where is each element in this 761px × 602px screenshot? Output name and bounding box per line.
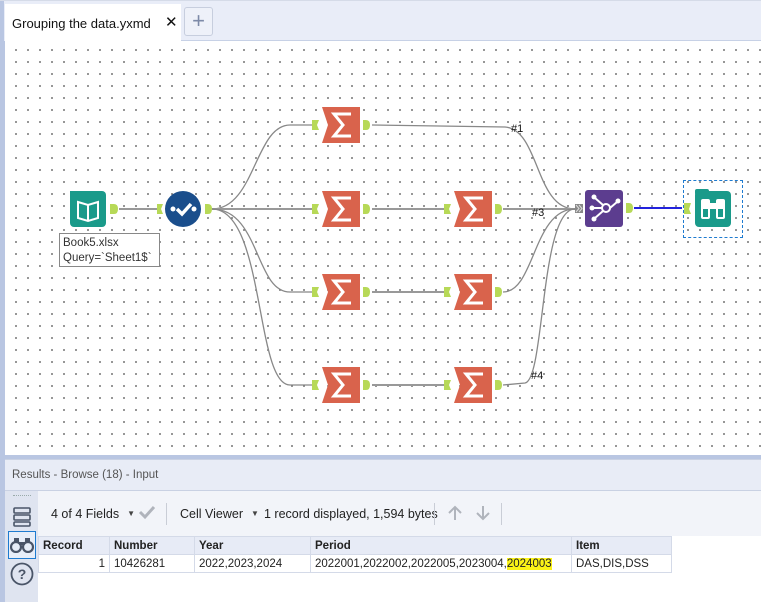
input-tool-annotation: Book5.xlsx Query=`Sheet1$` xyxy=(59,233,160,267)
join-multiple-tool[interactable] xyxy=(575,190,637,227)
toolbar-separator xyxy=(434,503,435,525)
help-button[interactable]: ? xyxy=(8,560,36,588)
tab-bar-edge xyxy=(0,1,4,42)
cell-viewer-label: Cell Viewer xyxy=(180,507,243,521)
summarize-tool-3a[interactable] xyxy=(312,274,374,310)
sigma-icon xyxy=(312,191,370,227)
period-highlighted-value: 2024003 xyxy=(506,557,552,570)
sigma-icon xyxy=(444,274,502,310)
cell-record[interactable]: 1 xyxy=(38,554,110,573)
scroll-up-button[interactable] xyxy=(446,504,464,525)
annotation-query: Query=`Sheet1$` xyxy=(63,252,152,264)
wire-select-to-sum4a xyxy=(211,208,312,386)
column-header-record[interactable]: Record xyxy=(38,536,110,555)
sigma-icon xyxy=(312,107,370,143)
results-grid-panel: 4 of 4 Fields ▼ Cell Viewer ▼ 1 record dis… xyxy=(38,491,761,602)
column-header-item[interactable]: Item xyxy=(571,536,672,555)
wire-sum1a-to-join xyxy=(371,124,576,210)
help-icon: ? xyxy=(10,562,34,586)
sigma-icon xyxy=(312,367,370,403)
sigma-icon xyxy=(312,274,370,310)
scroll-down-button[interactable] xyxy=(474,504,492,525)
fields-label: 4 of 4 Fields xyxy=(51,507,120,521)
connection-wires xyxy=(119,124,682,386)
summarize-tool-3b[interactable] xyxy=(444,274,506,310)
book-icon xyxy=(70,191,118,227)
arrow-up-icon xyxy=(448,505,462,520)
toolbar-separator xyxy=(166,503,167,525)
table-header-row: Record Number Year Period Item xyxy=(38,536,672,555)
fields-dropdown[interactable]: 4 of 4 Fields ▼ xyxy=(51,507,135,521)
new-tab-button[interactable]: + xyxy=(184,7,213,36)
check-icon xyxy=(157,191,212,227)
summarize-tool-4b[interactable] xyxy=(444,367,506,403)
summarize-tool-1a[interactable] xyxy=(312,107,374,143)
cell-period[interactable]: 2022001,2022002,2022005,2023004,2024003 xyxy=(310,554,572,573)
summarize-tool-2a[interactable] xyxy=(312,191,374,227)
chevron-down-icon: ▼ xyxy=(127,509,136,518)
wire-label-3: #3 xyxy=(532,207,545,219)
column-header-year[interactable]: Year xyxy=(194,536,311,555)
cell-number[interactable]: 10426281 xyxy=(109,554,195,573)
column-header-number[interactable]: Number xyxy=(109,536,195,555)
apply-fields-button[interactable] xyxy=(138,504,156,523)
summarize-tool-2b[interactable] xyxy=(444,191,506,227)
tab-title: Grouping the data.yxmd xyxy=(12,16,151,31)
input-data-tool[interactable] xyxy=(70,191,118,227)
results-panel-header: Results - Browse (18) - Input xyxy=(5,459,761,491)
summarize-tool-4a[interactable] xyxy=(312,367,374,403)
record-status: 1 record displayed, 1,594 bytes xyxy=(264,507,438,521)
wire-label-4: #4 xyxy=(531,370,544,382)
binoculars-icon xyxy=(10,538,34,553)
sigma-icon xyxy=(444,367,502,403)
checkmark-icon xyxy=(138,505,156,520)
document-tab-bar: Grouping the data.yxmd ✕ + xyxy=(0,0,761,42)
canvas-left-edge xyxy=(0,41,5,455)
wire-select-to-sum3a xyxy=(211,208,312,293)
period-text: 2022001,2022002,2022005,2023004, xyxy=(315,557,507,570)
wire-label-1: #1 xyxy=(511,123,524,135)
column-header-period[interactable]: Period xyxy=(310,536,572,555)
rows-icon xyxy=(13,507,31,527)
results-left-edge xyxy=(0,459,5,602)
wire-select-to-sum1a xyxy=(211,124,312,210)
cell-item[interactable]: DAS,DIS,DSS xyxy=(571,554,672,573)
tab-grouping-the-data[interactable]: Grouping the data.yxmd ✕ xyxy=(5,4,181,42)
wire-sum3b-to-join xyxy=(502,208,576,293)
chevron-down-icon: ▼ xyxy=(251,509,259,518)
cell-viewer-dropdown[interactable]: Cell Viewer ▼ xyxy=(180,507,259,521)
join-multiple-icon xyxy=(575,190,633,227)
canvas-splitter[interactable] xyxy=(0,455,761,459)
results-title: Results - Browse (18) - Input xyxy=(12,469,159,481)
close-tab-icon[interactable]: ✕ xyxy=(165,14,178,31)
svg-text:?: ? xyxy=(18,566,27,582)
select-tool[interactable] xyxy=(155,191,215,227)
wire-sum4b-to-join xyxy=(502,208,576,386)
toolbar-separator xyxy=(501,503,502,525)
sigma-icon xyxy=(444,191,502,227)
table-row: 1 10426281 2022,2023,2024 2022001,202200… xyxy=(38,554,672,573)
grip-handle[interactable] xyxy=(13,495,31,498)
results-toolbar: 4 of 4 Fields ▼ Cell Viewer ▼ 1 record dis… xyxy=(38,491,761,536)
arrow-down-icon xyxy=(476,506,490,521)
binoculars-icon xyxy=(682,189,731,227)
table-view-button[interactable] xyxy=(8,503,36,531)
cell-year[interactable]: 2022,2023,2024 xyxy=(194,554,311,573)
annotation-file: Book5.xlsx xyxy=(63,237,119,249)
results-side-toolbar: ? xyxy=(5,491,38,602)
browse-tool[interactable] xyxy=(682,180,743,238)
results-table: Record Number Year Period Item 1 1042628… xyxy=(38,536,672,573)
browse-view-button[interactable] xyxy=(8,531,36,559)
